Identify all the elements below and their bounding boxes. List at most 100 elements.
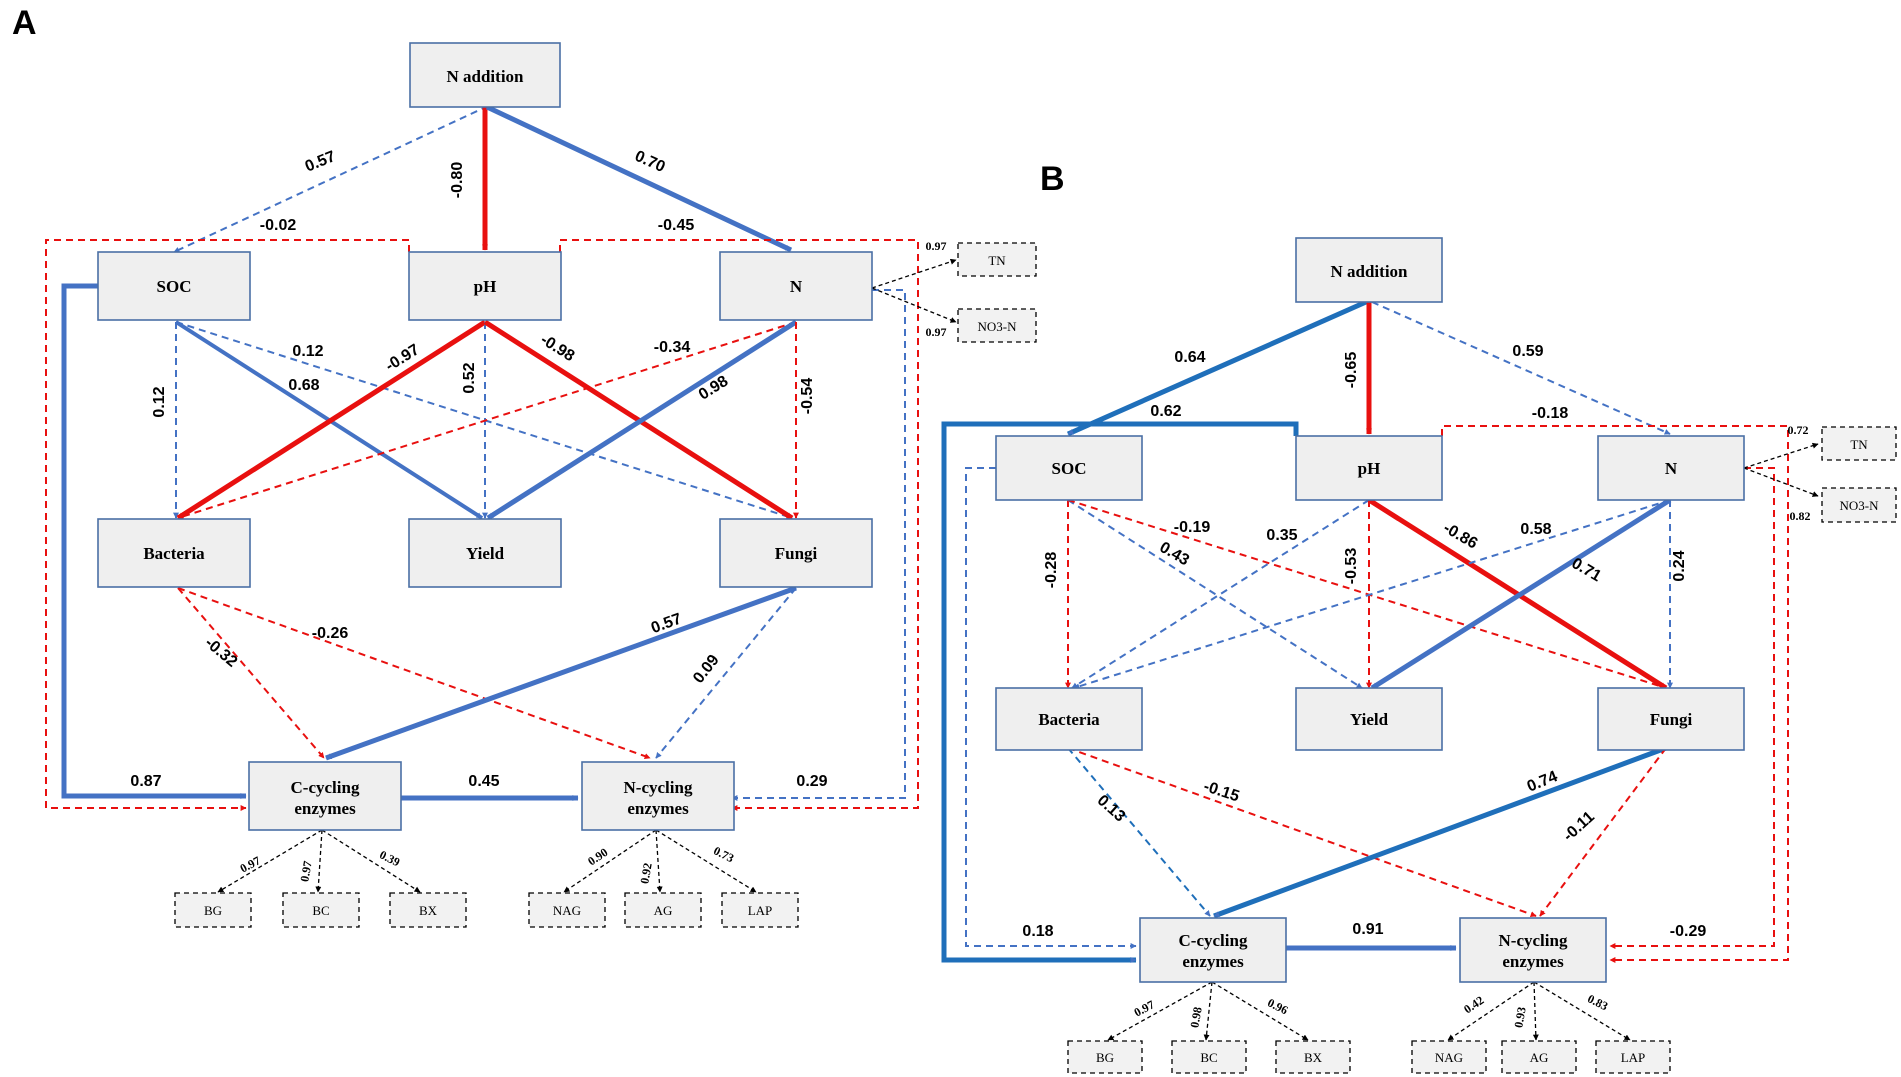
node-a-soc: SOC bbox=[97, 251, 251, 321]
coef-a-naddition-n: 0.70 bbox=[632, 148, 667, 176]
indicator-b-bc: BC bbox=[1171, 1040, 1247, 1074]
edge-b-n-yield bbox=[1370, 497, 1672, 691]
node-a-fungi: Fungi bbox=[719, 518, 873, 588]
edge-a-fungi-ccycling bbox=[325, 585, 797, 761]
edge-b-naddition-n bbox=[1371, 301, 1671, 435]
edge-a-n-ncycling bbox=[731, 289, 906, 801]
node-label: Yield bbox=[466, 544, 505, 563]
edge-b-n-ncycling bbox=[1609, 467, 1775, 949]
node-label: SOC bbox=[1052, 459, 1087, 478]
panel-b-edge-labels: 0.64 -0.65 0.59 0.62 -0.18 0.18 -0.28 0.… bbox=[1022, 343, 1810, 1029]
node-label-line1: N-cycling bbox=[624, 778, 693, 797]
node-label: Yield bbox=[1350, 710, 1389, 729]
edge-a-ph-bacteria bbox=[176, 319, 487, 521]
indicator-b-nag: NAG bbox=[1411, 1040, 1487, 1074]
indicator-b-tn: TN bbox=[1821, 426, 1897, 461]
coef-b-ncyc-nag: 0.42 bbox=[1461, 993, 1486, 1016]
coef-b-ccyc-bx: 0.96 bbox=[1265, 996, 1290, 1018]
edge-a-naddition-soc bbox=[173, 105, 489, 253]
edge-a-ccyc-bc bbox=[315, 829, 323, 893]
coef-a-ph-ncycling: -0.45 bbox=[658, 217, 695, 234]
node-b-n: N bbox=[1597, 435, 1745, 501]
coef-b-ncyc-ag: 0.93 bbox=[1511, 1006, 1528, 1029]
node-a-ncycling: N-cycling enzymes bbox=[581, 761, 735, 831]
node-b-yield: Yield bbox=[1295, 687, 1443, 751]
node-label: N bbox=[1665, 459, 1678, 478]
indicator-a-tn: TN bbox=[957, 242, 1037, 277]
edge-a-bacteria-ncycling bbox=[177, 587, 651, 759]
node-label-line2: enzymes bbox=[627, 799, 689, 818]
edge-a-n-tn bbox=[871, 258, 957, 289]
coef-a-ph-bacteria: -0.97 bbox=[383, 341, 423, 375]
edge-b-n-bacteria bbox=[1073, 499, 1671, 690]
edge-b-fungi-ncycling bbox=[1539, 747, 1667, 917]
coef-b-n-no3: 0.82 bbox=[1790, 509, 1811, 523]
node-b-fungi: Fungi bbox=[1597, 687, 1745, 751]
indicator-a-bc: BC bbox=[282, 892, 360, 928]
coef-b-ph-yield: -0.53 bbox=[1343, 548, 1360, 585]
coef-b-bacteria-ncycling: -0.15 bbox=[1201, 778, 1241, 805]
indicator-label: LAP bbox=[1621, 1050, 1646, 1065]
indicator-a-ag: AG bbox=[624, 892, 702, 928]
edge-a-fungi-ncycling bbox=[655, 587, 797, 759]
indicator-label: AG bbox=[654, 903, 673, 918]
coef-b-bacteria-ccycling: 0.13 bbox=[1094, 792, 1129, 826]
edge-b-ccyc-bg bbox=[1107, 981, 1213, 1041]
coef-b-ccyc-bc: 0.98 bbox=[1187, 1006, 1204, 1029]
node-b-ncycling: N-cycling enzymes bbox=[1459, 917, 1607, 983]
coef-b-soc-yield: 0.43 bbox=[1157, 539, 1193, 569]
edge-a-n-yield bbox=[486, 319, 798, 521]
node-label-line2: enzymes bbox=[1502, 952, 1564, 971]
coef-b-naddition-n: 0.59 bbox=[1512, 343, 1543, 360]
coef-a-bacteria-ncycling: -0.26 bbox=[312, 625, 349, 642]
node-label: SOC bbox=[157, 277, 192, 296]
indicator-label: NAG bbox=[553, 903, 581, 918]
coef-a-n-ncycling: 0.29 bbox=[796, 773, 827, 790]
coef-b-ccycling-ncycling: 0.91 bbox=[1352, 921, 1383, 938]
coef-a-soc-ccycling: 0.87 bbox=[130, 773, 161, 790]
edge-b-naddition-soc bbox=[1066, 299, 1368, 437]
node-label-line1: N-cycling bbox=[1499, 931, 1568, 950]
coef-b-soc-ccycling: 0.18 bbox=[1022, 923, 1053, 940]
node-label: N bbox=[790, 277, 803, 296]
coef-b-naddition-ph: -0.65 bbox=[1343, 352, 1360, 389]
node-b-naddition: N addition bbox=[1295, 237, 1443, 303]
node-a-ccycling: C-cycling enzymes bbox=[248, 761, 402, 831]
coef-a-n-tn: 0.97 bbox=[926, 239, 947, 253]
indicator-label: AG bbox=[1530, 1050, 1549, 1065]
edge-b-ph-ncycling bbox=[1441, 425, 1789, 963]
coef-a-soc-bacteria: 0.12 bbox=[151, 386, 168, 417]
edge-a-ph-ccycling bbox=[45, 239, 410, 811]
indicator-a-no3: NO3-N bbox=[957, 308, 1037, 343]
indicator-label: BC bbox=[1200, 1050, 1217, 1065]
edge-a-bacteria-ccycling bbox=[177, 587, 325, 759]
edge-a-ccyc-bg bbox=[217, 829, 323, 893]
edge-a-naddition-n bbox=[485, 104, 793, 253]
indicator-label: LAP bbox=[748, 903, 773, 918]
edge-b-ph-bacteria bbox=[1071, 499, 1370, 689]
coef-a-n-yield: 0.98 bbox=[696, 373, 732, 404]
node-a-bacteria: Bacteria bbox=[97, 518, 251, 588]
edge-b-ncyc-ag bbox=[1532, 981, 1539, 1041]
edge-b-soc-yield bbox=[1067, 499, 1363, 689]
coef-b-n-ncycling: -0.29 bbox=[1670, 923, 1707, 940]
coef-a-soc-yield: 0.68 bbox=[288, 377, 319, 394]
coef-a-ph-ccycling: -0.02 bbox=[260, 217, 297, 234]
node-b-ccycling: C-cycling enzymes bbox=[1139, 917, 1287, 983]
node-a-ph: pH bbox=[408, 251, 562, 321]
node-b-bacteria: Bacteria bbox=[995, 687, 1143, 751]
edge-a-soc-ccycling bbox=[61, 283, 247, 799]
indicator-b-ag: AG bbox=[1501, 1040, 1577, 1074]
edge-a-ncyc-ag bbox=[655, 829, 663, 893]
edge-b-ph-ccycling bbox=[941, 421, 1299, 963]
indicator-label: BX bbox=[419, 903, 438, 918]
indicator-a-bx: BX bbox=[389, 892, 467, 928]
coef-b-naddition-soc: 0.64 bbox=[1174, 349, 1205, 366]
coef-a-ccyc-bc: 0.97 bbox=[297, 860, 314, 883]
edge-b-soc-fungi bbox=[1067, 499, 1667, 690]
indicator-label: TN bbox=[988, 253, 1006, 268]
edge-b-bacteria-ncycling bbox=[1067, 747, 1537, 917]
panel-b: B bbox=[941, 160, 1897, 1074]
edge-b-n-tn bbox=[1743, 442, 1819, 469]
